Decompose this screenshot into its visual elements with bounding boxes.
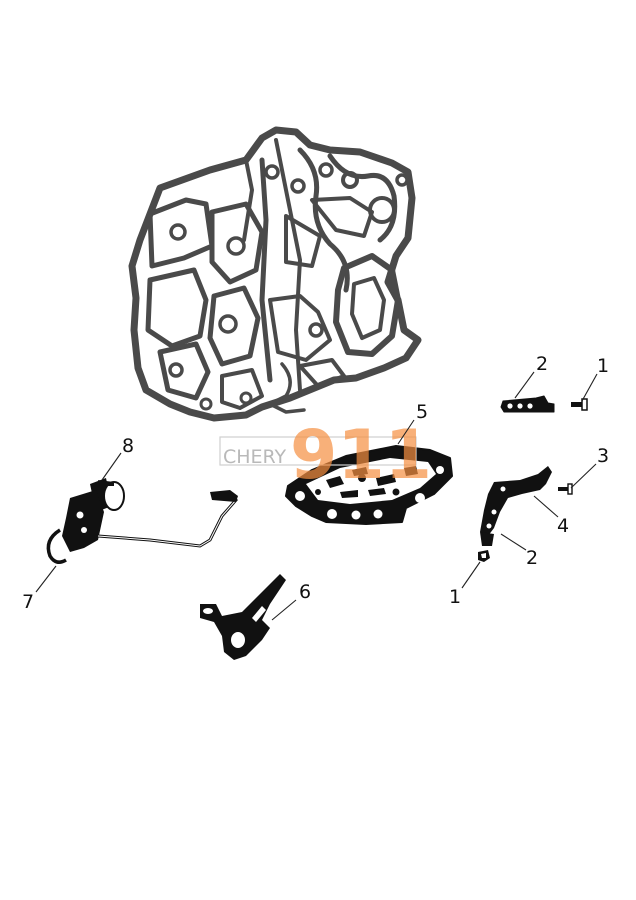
callout-part-7: 7 bbox=[22, 591, 34, 613]
callout-part-8: 8 bbox=[122, 435, 134, 457]
leader-7 bbox=[35, 565, 57, 593]
leader-1-lower bbox=[461, 561, 481, 589]
part-2-bracket-upper bbox=[500, 395, 555, 413]
leader-lines bbox=[35, 371, 598, 621]
part-1-bolt-lower bbox=[478, 550, 490, 562]
callout-part-1-lower: 1 bbox=[449, 586, 461, 608]
callout-part-2-lower: 2 bbox=[526, 547, 538, 569]
callout-part-2-upper: 2 bbox=[536, 353, 548, 375]
part-callouts: 2 1 5 8 3 4 2 1 7 6 bbox=[22, 353, 609, 613]
leader-6 bbox=[271, 599, 297, 621]
callout-part-4: 4 bbox=[557, 515, 569, 537]
part-8-sensor-harness bbox=[62, 478, 238, 552]
leader-3 bbox=[570, 463, 597, 489]
watermark: CHERY 911 bbox=[219, 416, 432, 495]
leader-4 bbox=[533, 495, 559, 518]
transmission-housing-illustration bbox=[128, 126, 422, 422]
leader-2-upper bbox=[514, 371, 535, 399]
part-1-bolt-upper bbox=[571, 398, 588, 411]
part-2-bracket-lower bbox=[480, 532, 494, 546]
watermark-number: 911 bbox=[290, 416, 432, 495]
part-4-bracket bbox=[480, 466, 552, 536]
watermark-brand: CHERY bbox=[223, 446, 287, 468]
callout-part-1-upper: 1 bbox=[597, 355, 609, 377]
callout-part-6: 6 bbox=[299, 581, 311, 603]
part-3-bolt bbox=[558, 483, 573, 495]
watermark-frame bbox=[219, 436, 417, 466]
callout-part-3: 3 bbox=[597, 445, 609, 467]
part-7-clip bbox=[46, 528, 67, 564]
leader-1-upper bbox=[581, 373, 598, 402]
leader-2-lower bbox=[500, 533, 527, 551]
part-6-shift-lever bbox=[200, 574, 286, 660]
leader-5 bbox=[397, 419, 415, 445]
leader-8 bbox=[101, 452, 122, 481]
callout-part-5: 5 bbox=[416, 401, 428, 423]
